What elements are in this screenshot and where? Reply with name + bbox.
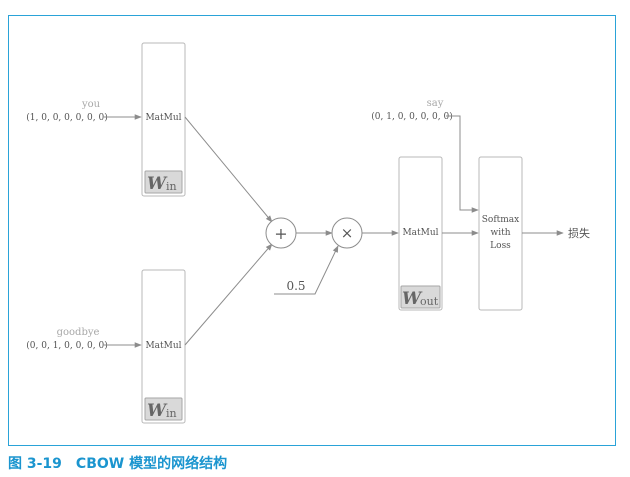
input-vector-you: (1, 0, 0, 0, 0, 0, 0): [26, 112, 107, 123]
figure-caption: 图 3-19 CBOW 模型的网络结构: [8, 453, 227, 473]
multiply-node: ×: [331, 217, 363, 249]
w-in-top-main: W: [147, 174, 168, 194]
loss-label: 损失: [568, 226, 590, 240]
scale-value: 0.5: [286, 279, 305, 293]
input-word-you: you: [81, 99, 101, 110]
input-vector-say: (0, 1, 0, 0, 0, 0, 0): [371, 111, 452, 122]
arrow-say-to-softmax: [446, 115, 479, 213]
w-in-top-sub: in: [166, 180, 177, 193]
w-in-bottom-main: W: [147, 401, 168, 421]
w-out-sub: out: [420, 295, 439, 308]
matmul-label: MatMul: [145, 341, 181, 351]
w-out-main: W: [402, 289, 423, 309]
arrow-top-to-add: [184, 116, 273, 223]
input-word-say: say: [427, 98, 444, 109]
matmul-in-top: MatMul W in: [141, 42, 186, 197]
multiply-symbol: ×: [341, 224, 354, 242]
arrow-bottom-to-add: [184, 243, 273, 346]
softmax-with-loss: Softmax with Loss: [478, 156, 523, 311]
matmul-in-bottom: MatMul W in: [141, 269, 186, 424]
caption-number: 图 3-19: [8, 456, 62, 472]
add-symbol: +: [274, 224, 287, 243]
add-node: +: [265, 217, 297, 249]
caption-text: CBOW 模型的网络结构: [75, 456, 228, 472]
softmax-line-3: Loss: [490, 241, 511, 251]
input-word-goodbye: goodbye: [57, 327, 100, 338]
matmul-out: MatMul W out: [398, 156, 443, 311]
softmax-line-1: Softmax: [482, 215, 520, 225]
softmax-line-2: with: [491, 228, 511, 238]
arrow-scale-to-multiply: [274, 245, 339, 295]
matmul-label: MatMul: [402, 228, 438, 238]
figure-frame: [8, 15, 616, 446]
w-in-bottom-sub: in: [166, 407, 177, 420]
input-vector-goodbye: (0, 0, 1, 0, 0, 0, 0): [26, 340, 107, 351]
matmul-label: MatMul: [145, 113, 181, 123]
